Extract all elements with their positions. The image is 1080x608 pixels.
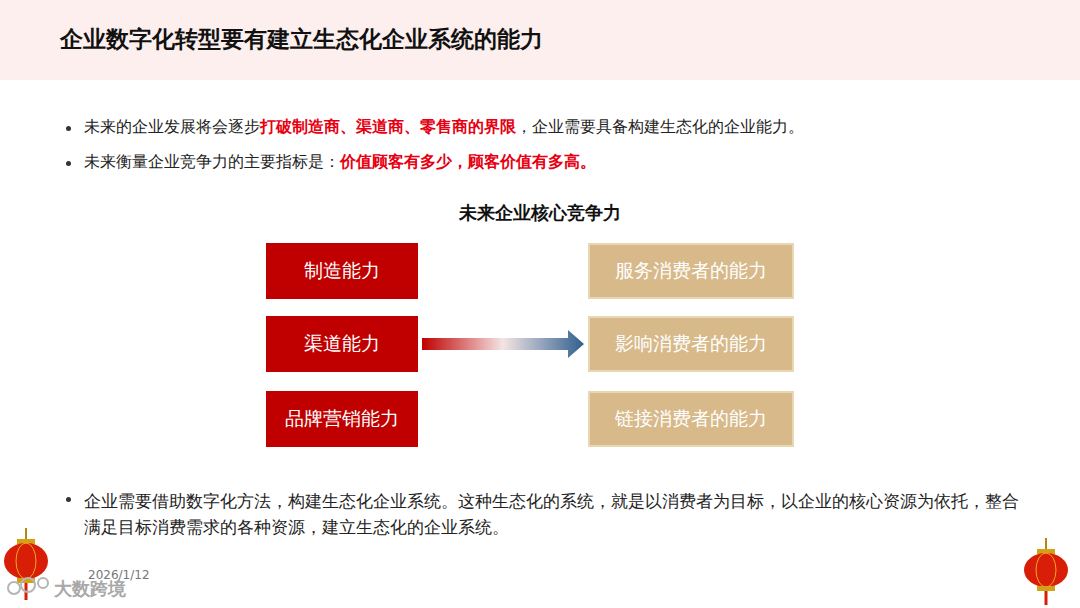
capability-box: 渠道能力	[266, 316, 418, 372]
bullet-text: 未来衡量企业竞争力的主要指标是：	[84, 152, 340, 171]
bullet-line: 未来的企业发展将会逐步打破制造商、渠道商、零售商的界限，企业需要具备构建生态化的…	[84, 117, 804, 138]
box-label: 服务消费者的能力	[615, 258, 767, 284]
target-box: 链接消费者的能力	[588, 391, 794, 447]
capability-box: 品牌营销能力	[266, 391, 418, 447]
bullet-dot	[66, 161, 71, 166]
emphasis-text: 价值顾客有多少，顾客价值有多高。	[340, 152, 596, 171]
bullet-text: 未来的企业发展将会逐步	[84, 117, 260, 136]
slide-title: 企业数字化转型要有建立生态化企业系统的能力	[60, 24, 543, 55]
watermark: 大数跨境	[54, 577, 126, 601]
transition-arrow	[422, 330, 584, 358]
watermark-logo	[8, 578, 48, 594]
box-label: 影响消费者的能力	[615, 331, 767, 357]
emphasis-text: 打破制造商、渠道商、零售商的界限	[260, 117, 516, 136]
lantern-left	[4, 528, 48, 600]
bullet-text: ，企业需要具备构建生态化的企业能力。	[516, 117, 804, 136]
bullet-line: 未来衡量企业竞争力的主要指标是：价值顾客有多少，顾客价值有多高。	[84, 152, 596, 173]
box-label: 制造能力	[304, 258, 380, 284]
capability-box: 制造能力	[266, 243, 418, 299]
target-box: 影响消费者的能力	[588, 316, 794, 372]
box-label: 渠道能力	[304, 331, 380, 357]
section-heading: 未来企业核心竞争力	[459, 201, 621, 225]
box-label: 品牌营销能力	[285, 406, 399, 432]
bullet-text: 企业需要借助数字化方法，构建生态化企业系统。这种生态化的系统，就是以消费者为目标…	[84, 488, 1029, 540]
bullet-dot	[66, 126, 71, 131]
box-label: 链接消费者的能力	[615, 406, 767, 432]
target-box: 服务消费者的能力	[588, 243, 794, 299]
lantern-right	[1024, 538, 1068, 605]
bullet-dot	[66, 497, 71, 502]
